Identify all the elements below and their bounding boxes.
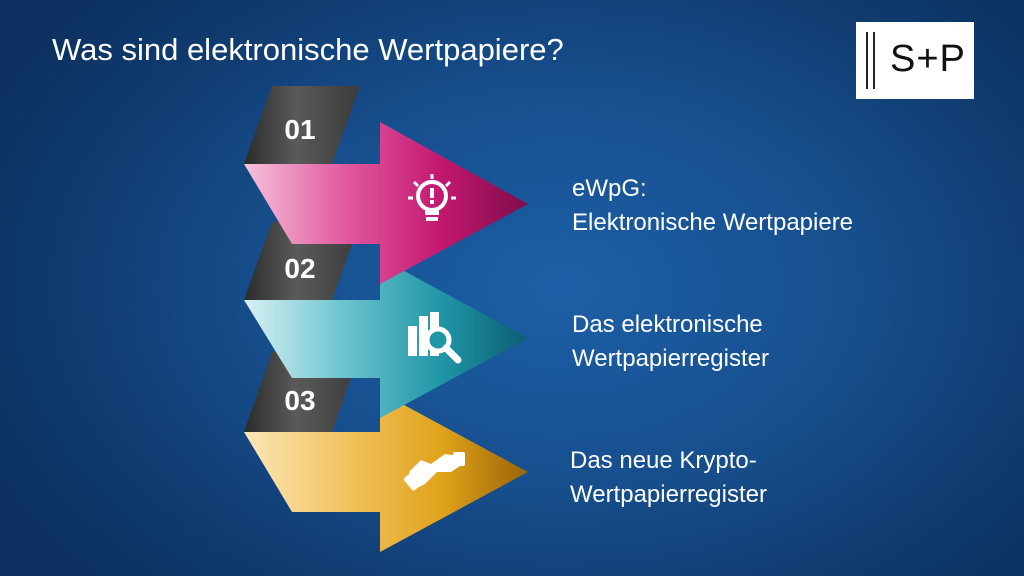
step-3-label-line2: Wertpapierregister [570, 481, 767, 508]
step-1-label-line2: Elektronische Wertpapiere [572, 209, 854, 236]
step-3-arrow: 03 [244, 352, 528, 552]
step-3-label-line1: Das neue Krypto- [570, 447, 757, 474]
handshake-icon [403, 452, 465, 491]
lightbulb-icon [408, 174, 456, 221]
step-2-number: 02 [284, 253, 315, 284]
logo-bar [873, 32, 875, 89]
step-1-number: 01 [284, 114, 315, 145]
step-2-label-line2: Wertpapierregister [572, 345, 769, 372]
step-1-tab [244, 86, 360, 164]
step-1-label-line1: eWpG: [572, 175, 647, 202]
step-2-label: Das elektronische Wertpapierregister [572, 308, 769, 376]
step-1-ribbon [244, 122, 528, 284]
step-3-ribbon [244, 392, 528, 552]
step-1-arrow: 01 [244, 86, 528, 284]
chart-magnifier-icon [408, 312, 462, 364]
step-2-ribbon [244, 258, 528, 418]
company-logo: S+P [856, 22, 974, 99]
step-1-label: eWpG: Elektronische Wertpapiere [572, 172, 853, 240]
logo-bar [866, 32, 868, 89]
slide-title: Was sind elektronische Wertpapiere? [52, 32, 564, 67]
step-3-label: Das neue Krypto- Wertpapierregister [570, 444, 767, 512]
logo-text: S+P [890, 38, 966, 80]
step-3-number: 03 [284, 385, 315, 416]
step-2-label-line1: Das elektronische [572, 311, 763, 338]
